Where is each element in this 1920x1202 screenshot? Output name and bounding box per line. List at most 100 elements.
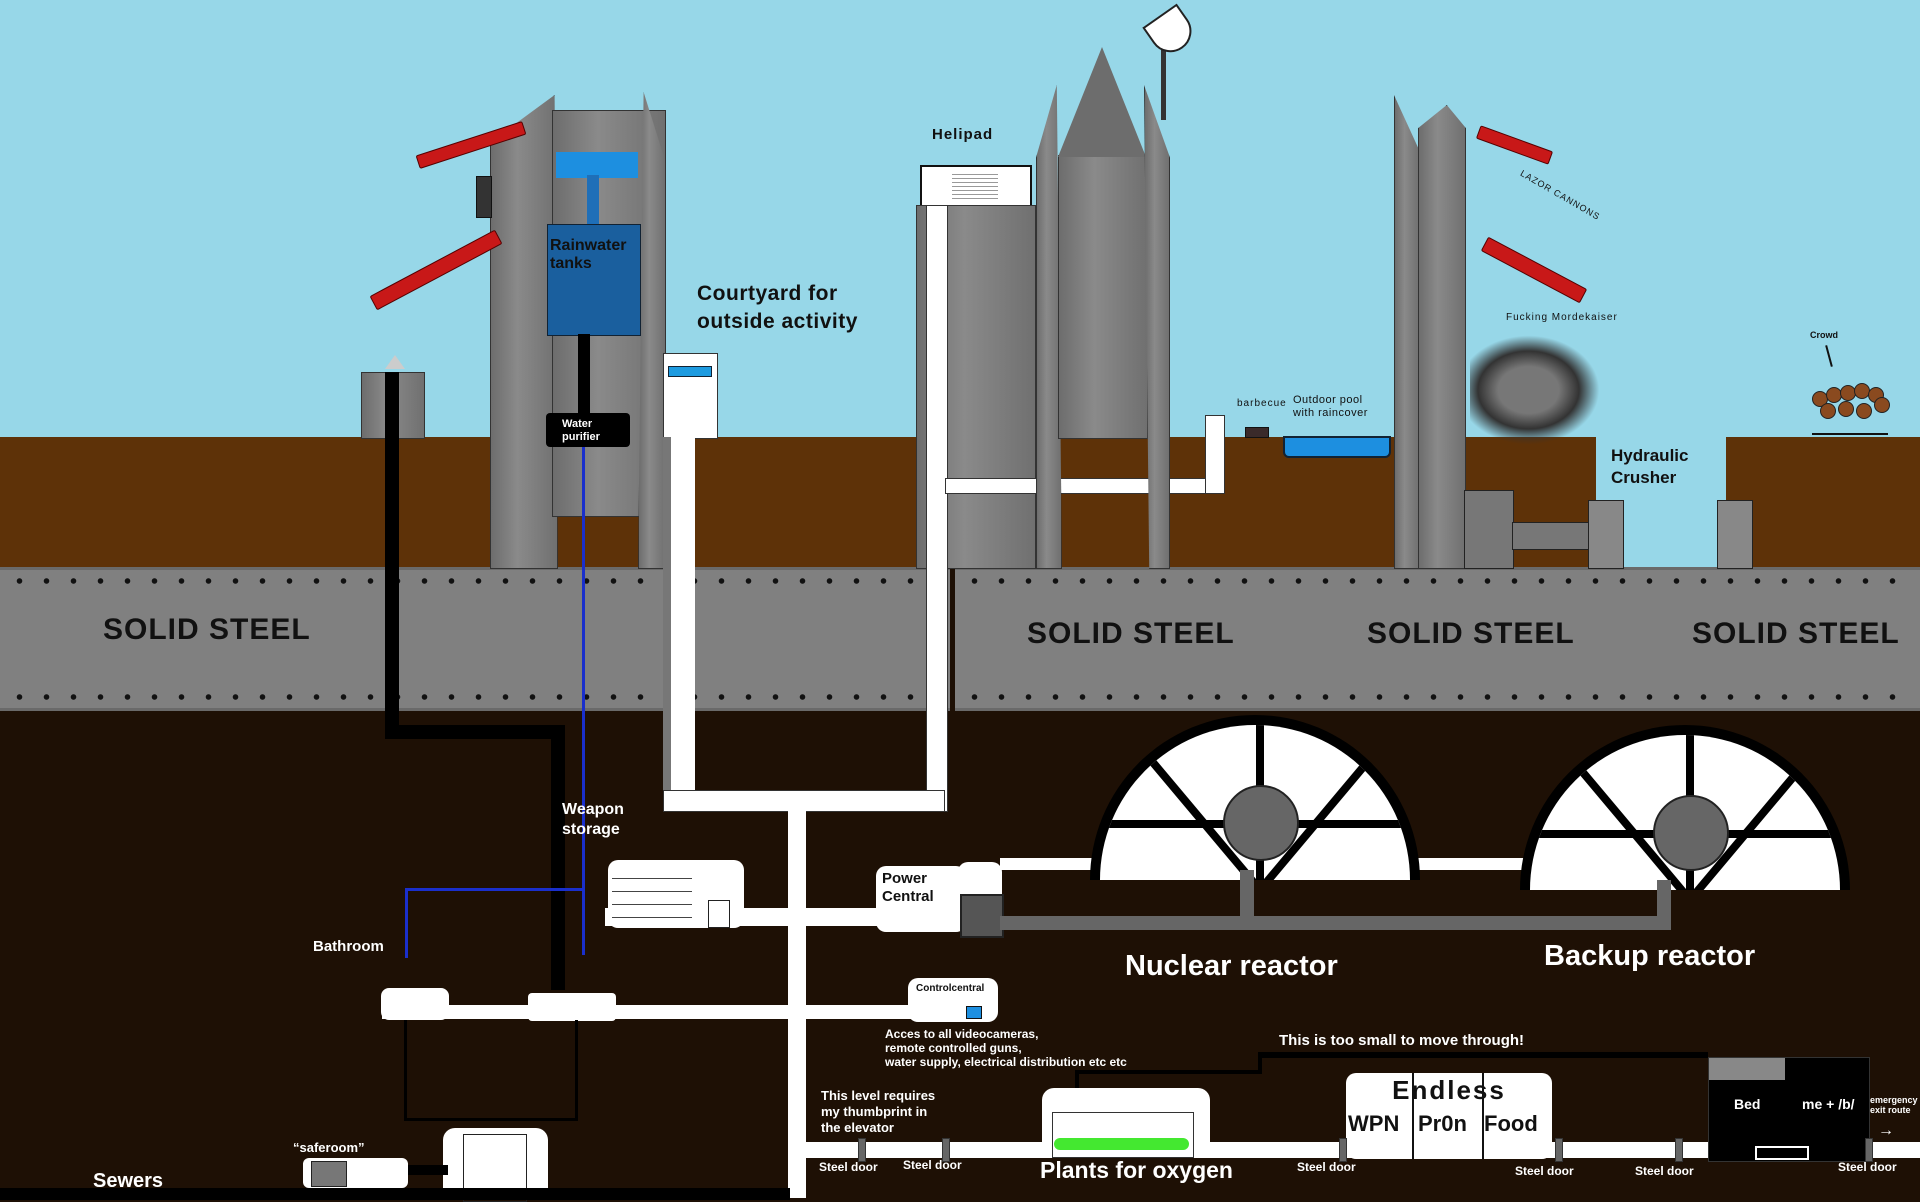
endless-room-pr0n: Pr0n [1418,1111,1467,1136]
emergency-exit-tunnel [1868,1142,1920,1158]
cannon-mount [476,176,492,218]
bathroom-room [381,988,449,1020]
outdoor-pool [1283,436,1391,458]
drain-pipe [404,1118,578,1121]
rainwater-channel [587,175,599,225]
greenhouse-room [1042,1088,1210,1158]
rainwater-inlet [556,152,638,178]
steel-door-label: Steel door [1635,1164,1694,1178]
endless-label: Endless [1392,1075,1506,1105]
door-icon [708,900,730,928]
vault-door-icon [311,1161,347,1187]
monitor-icon [966,1006,982,1019]
steel-label: SOLID STEEL [1367,617,1575,650]
elevator-hut-window [668,366,712,377]
reactor-core-icon [1653,795,1729,871]
helipad-elevator-shaft [926,205,948,812]
drain-pipe [575,1020,578,1120]
control-central-note: Acces to all videocameras, remote contro… [885,1027,1127,1069]
center-tower-core [1058,155,1148,439]
exhaust-pipe [385,725,565,739]
clean-water-pipe [405,888,585,891]
sewers-label: Sewers [93,1170,164,1192]
ventilation-duct [1258,1052,1262,1074]
me-b-label: me + /b/ [1802,1096,1855,1112]
weapon-rack-icon [612,866,692,922]
helipad [920,165,1032,209]
arrow-right-icon: → [1878,1122,1894,1139]
steel-door-label: Steel door [1515,1164,1574,1178]
kitchen-room [528,993,616,1021]
sewer-tunnel [0,1188,790,1200]
steel-door-icon[interactable] [1865,1138,1873,1162]
steel-label: SOLID STEEL [1692,617,1900,650]
plants-icon [1054,1138,1189,1150]
mordekaiser-label: Fucking Mordekaiser [1506,312,1618,323]
corridor-bathroom-control [382,1005,912,1019]
bedroom: Bed me + /b/ [1708,1057,1870,1162]
elevator-shaft-left [663,437,695,807]
steel-door-icon[interactable] [1339,1138,1347,1162]
steel-door-icon[interactable] [1675,1138,1683,1162]
exhaust-pipe [551,725,565,990]
power-central-label: Power Central [882,870,934,905]
helipad-stairs [952,171,998,201]
bed-icon [1755,1146,1809,1160]
exhaust-pipe [385,372,399,732]
center-tower-wall [1036,85,1062,569]
weapon-storage-label: Weapon storage [562,801,624,838]
ventilation-duct [1075,1070,1260,1074]
courtyard-label: Courtyard for outside activity [697,282,858,333]
helipad-label: Helipad [932,126,994,143]
power-generator-icon [960,894,1004,938]
power-central-room: Power Central [876,866,966,932]
left-tower-wall [490,95,558,569]
crusher-jaw [1588,500,1624,569]
reactor-core-icon [1223,785,1299,861]
air-vent-icon [1709,1058,1785,1080]
endless-room-food: Food [1484,1111,1538,1136]
barbecue-label: barbecue [1237,398,1287,409]
ventilation-duct [1258,1052,1708,1058]
backup-reactor-label: Backup reactor [1544,940,1756,972]
steel-slab-left: SOLID STEEL [0,567,950,711]
hydraulic-crusher-label: Hydraulic Crusher [1611,446,1689,487]
reactor-link-tunnel [1415,858,1525,870]
pool-access-tunnel [945,478,1217,494]
antenna-mast [1161,30,1166,120]
crusher-arm [1512,522,1590,550]
right-tower-core [1418,105,1466,569]
barbecue-icon [1245,427,1269,438]
mordekaiser-figure [1470,335,1600,445]
saferoom [303,1158,408,1188]
steel-door-icon[interactable] [942,1138,950,1162]
thumbprint-note: This level requires my thumbprint in the… [821,1088,936,1135]
greenhouse-frame [1052,1112,1194,1158]
weapon-storage-room [608,860,744,928]
water-purifier: Water purifier [546,413,630,447]
rainwater-tank: Rainwater tanks [547,224,641,336]
clean-water-pipe [405,888,408,958]
main-vertical-corridor [788,808,806,1198]
control-central-room: Controlcentral [908,978,998,1022]
right-tower-wall [1394,95,1420,569]
saferoom-label: “saferoom” [293,1140,365,1155]
outdoor-pool-label: Outdoor pool with raincover [1293,394,1368,419]
steel-door-icon[interactable] [1555,1138,1563,1162]
steel-door-label: Steel door [819,1160,878,1174]
chimney-cap [385,355,405,369]
steel-label: SOLID STEEL [103,613,311,646]
water-pipe [578,334,590,414]
nuclear-reactor-label: Nuclear reactor [1125,950,1338,982]
plants-label: Plants for oxygen [1040,1157,1233,1183]
pool-access-shaft [1205,415,1225,494]
too-small-note: This is too small to move through! [1279,1032,1525,1049]
crowd-label: Crowd [1810,330,1838,340]
steel-slab-right: SOLID STEEL SOLID STEEL SOLID STEEL [955,567,1920,711]
crusher-piston [1464,490,1514,569]
steel-label: SOLID STEEL [1027,617,1235,650]
control-central-label: Controlcentral [916,983,985,994]
rainwater-tanks-label: Rainwater tanks [550,237,627,272]
crowd-group [1812,383,1890,435]
steel-door-icon[interactable] [858,1138,866,1162]
